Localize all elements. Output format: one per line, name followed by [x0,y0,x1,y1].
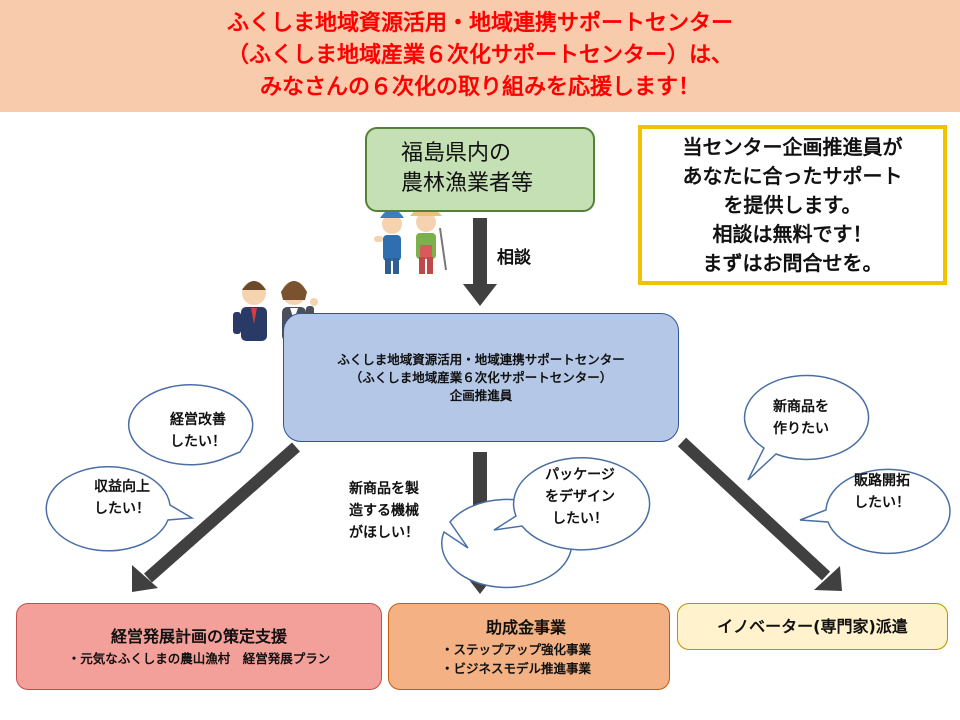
bubble-sales-line-1: 販路開拓 [854,473,910,489]
grant-title: 助成金事業 [486,617,567,637]
bubble-new-product-line-2: 作りたい [773,421,829,437]
farmers-line-2: 農林漁業者等 [401,171,534,196]
notice-box: 当センター企画推進員が あなたに合ったサポート を提供します。 相談は無料です！… [638,125,947,285]
bubble-package-line-1: パッケージ [545,467,615,483]
bubble-management-shape [128,384,254,466]
innovator-title: イノベーター(専門家)派遣 [717,616,908,636]
bubble-machine-line-2: 造する機械 [349,503,419,519]
center-line-1: ふくしま地域資源活用・地域連携サポートセンター [337,351,625,367]
header-line-2: （ふくしま地域産業６次化サポートセンター）は、 [226,43,733,68]
plan-support-sub: ・元気なふくしまの農山漁村 経営発展プラン [67,651,331,666]
bubble-new-product: 新商品を 作りたい [742,390,860,446]
bubble-management: 経営改善 したい！ [140,402,256,460]
header-line-1: ふくしま地域資源活用・地域連携サポートセンター [226,11,733,36]
notice-line-3: を提供します。 [723,192,862,217]
arrow-consult [463,218,497,306]
bubble-sales: 販路開拓 したい！ [826,464,938,520]
support-center-box: ふくしま地域資源活用・地域連携サポートセンター （ふくしま地域産業６次化サポート… [283,313,679,442]
farmers-line-1: 福島県内の [401,141,512,166]
innovator-box: イノベーター(専門家)派遣 [677,603,948,650]
bubble-sales-line-2: したい！ [854,495,910,511]
center-line-3: 企画推進員 [449,387,513,403]
bubble-package-shape [493,457,651,551]
bubble-package-line-2: をデザイン [545,489,615,505]
header-banner: ふくしま地域資源活用・地域連携サポートセンター （ふくしま地域産業６次化サポート… [0,0,960,112]
consult-label: 相談 [497,248,531,268]
bubble-machine-line-1: 新商品を製 [349,481,419,497]
bubble-package-line-3: したい！ [552,511,608,527]
arrow-to-innovator [677,437,842,591]
header-line-3: みなさんの６次化の取り組みを応援します！ [259,75,700,100]
bubble-management-line-1: 経営改善 [170,412,226,428]
bubble-revenue-shape [45,466,195,552]
plan-support-title: 経営発展計画の策定支援 [110,627,287,646]
bubble-machine-line-3: がほしい！ [349,525,419,541]
plan-support-box: 経営発展計画の策定支援 ・元気なふくしまの農山漁村 経営発展プラン [16,603,382,690]
bubble-machine: 新商品を製 造する機械 がほしい！ [322,478,446,544]
bubble-revenue-line-1: 収益向上 [94,479,150,495]
notice-line-2: あなたに合ったサポート [682,163,903,188]
farmer-couple-icon [374,206,447,274]
bubble-new-product-shape [743,374,870,481]
arrow-to-plan [132,442,300,592]
bubble-revenue: 収益向上 したい！ [62,470,182,526]
grant-sub-2: ・ビジネスモデル推進事業 [441,660,592,676]
bubble-new-product-line-1: 新商品を [773,399,829,415]
farmers-box: 福島県内の 農林漁業者等 [365,127,595,212]
bubble-package: パッケージ をデザイン したい！ [516,464,644,530]
notice-line-5: まずはお問合せを。 [702,250,883,275]
grant-box: 助成金事業 ・ステップアップ強化事業 ・ビジネスモデル推進事業 [388,603,670,690]
bubble-revenue-line-2: したい！ [94,501,150,517]
bubble-management-line-2: したい！ [170,434,226,450]
center-line-2: （ふくしま地域産業６次化サポートセンター） [349,369,613,385]
grant-sub-1: ・ステップアップ強化事業 [441,641,592,657]
bubble-sales-shape [799,468,951,555]
notice-line-4: 相談は無料です！ [712,221,873,246]
notice-line-1: 当センター企画推進員が [682,134,903,159]
